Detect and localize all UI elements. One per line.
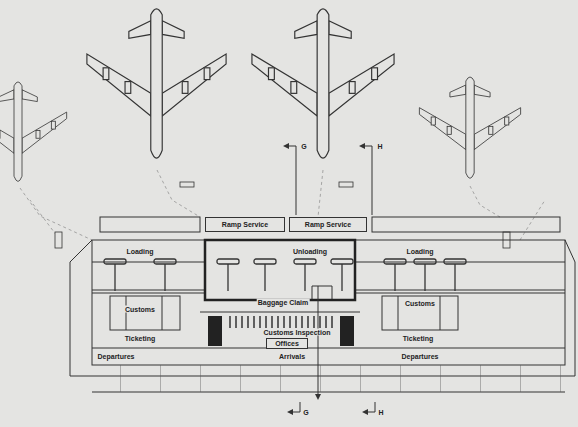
area-name: Ramp Service	[305, 221, 351, 228]
plan-label: G	[302, 409, 309, 416]
plan-label: Unloading	[292, 248, 328, 255]
area-box: Offices	[266, 338, 308, 349]
plan-label: Arrivals	[278, 353, 306, 360]
plan-label: Baggage Claim	[257, 299, 310, 306]
plan-label: Customs Inspection	[263, 329, 332, 336]
plan-label: G	[300, 143, 307, 150]
area-box: Ramp Service	[205, 217, 285, 232]
plan-label: Departures	[401, 353, 440, 360]
plan-label: Departures	[97, 353, 136, 360]
plan-label: Customs	[124, 306, 156, 313]
plan-label: H	[376, 143, 383, 150]
plan-label: Loading	[405, 248, 434, 255]
plan-label: Loading	[125, 248, 154, 255]
area-name: Offices	[275, 340, 299, 347]
plan-label: Ticketing	[402, 335, 435, 342]
plan-label: Customs	[404, 300, 436, 307]
area-name: Ramp Service	[222, 221, 268, 228]
area-box: Ramp Service	[289, 217, 367, 232]
plan-label: Ticketing	[124, 335, 157, 342]
plan-label: H	[377, 409, 384, 416]
